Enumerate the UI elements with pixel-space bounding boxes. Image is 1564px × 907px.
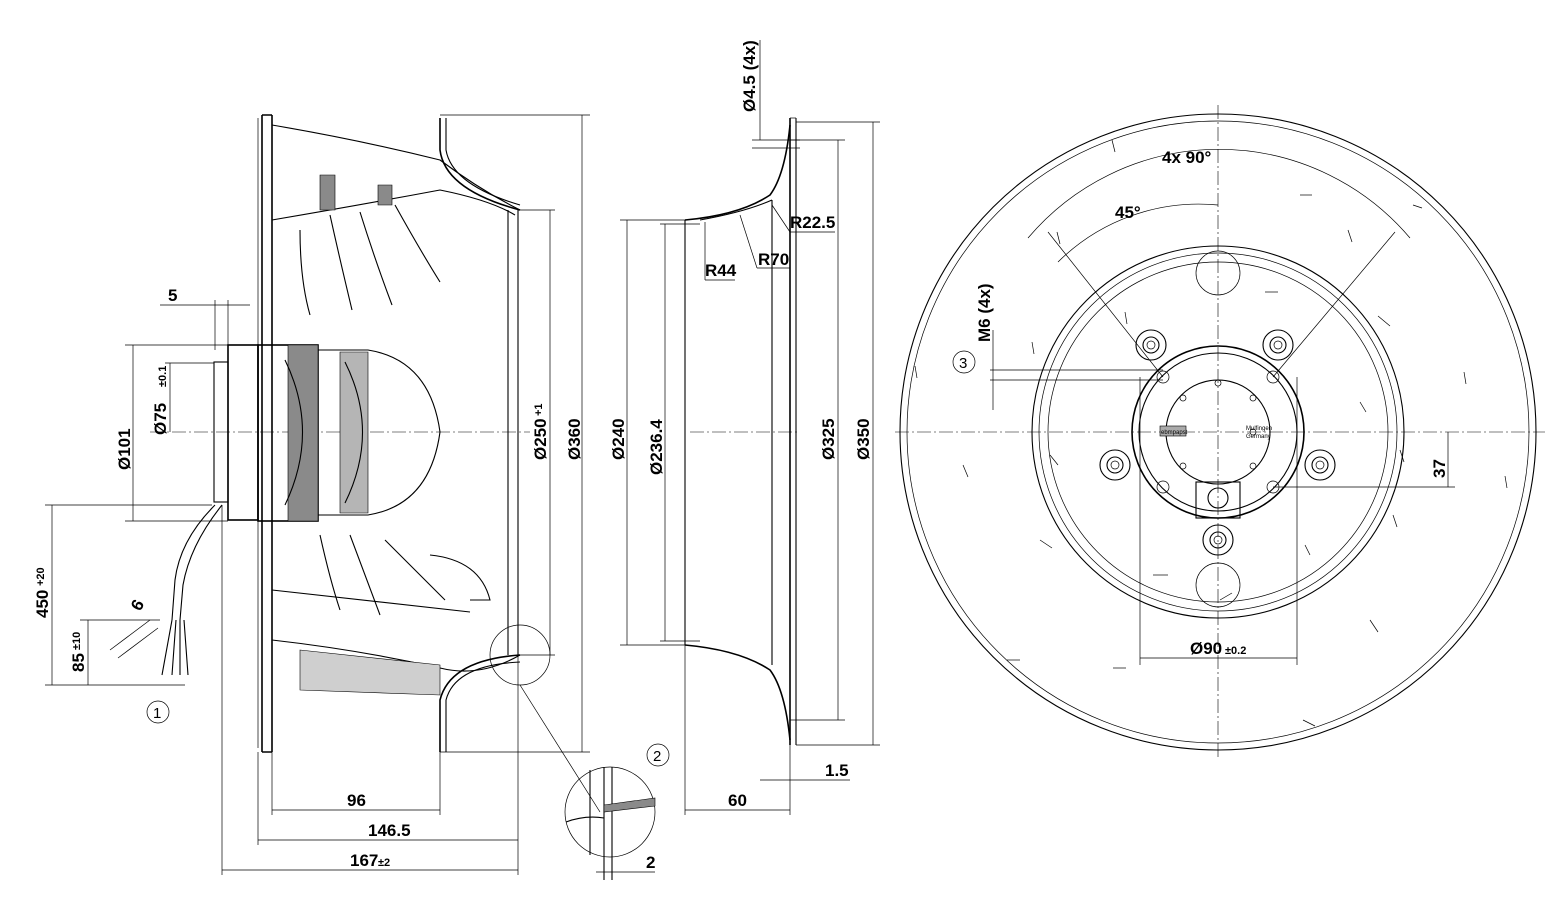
tol-dia250: +1	[533, 403, 545, 416]
dim-dia360: Ø360	[565, 418, 584, 460]
tol-dia90: ±0.2	[1225, 645, 1246, 657]
dim-m6: M6 (4x)	[975, 283, 994, 342]
callout-3: 3	[959, 355, 967, 372]
dim-1-5: 1.5	[825, 761, 849, 780]
dim-dia236-4: Ø236.4	[647, 419, 666, 475]
dim-96: 96	[347, 791, 366, 810]
tol-85: ±10	[71, 632, 83, 650]
dim-dia75: Ø75	[151, 403, 170, 435]
dim-dia350: Ø350	[854, 418, 873, 460]
dim-45: 45°	[1115, 203, 1141, 222]
dim-dia101: Ø101	[115, 428, 134, 470]
side-view: 5 Ø101 Ø75 ±0.1 450 +20 85 ±10 6 Ø360 Ø2…	[33, 114, 601, 875]
dim-2: 2	[646, 853, 655, 872]
logo-ebmpapst: ebmpapst	[1161, 430, 1188, 436]
dim-dia4-5: Ø4.5 (4x)	[740, 40, 759, 112]
tol-dia75: ±0.1	[157, 366, 169, 387]
inlet-ring-view: Ø240 Ø236.4 Ø325 Ø350 Ø4.5 (4x) R22.5 R4…	[609, 40, 880, 815]
dim-146-5: 146.5	[368, 821, 411, 840]
callout-2: 2	[653, 748, 661, 765]
logo-origin-1: Mulfingen	[1246, 426, 1272, 432]
dim-dia325: Ø325	[819, 418, 838, 460]
dim-60: 60	[728, 791, 747, 810]
callout-1: 1	[153, 705, 161, 722]
dim-6: 6	[127, 596, 148, 614]
detail-view: 2 2	[564, 743, 670, 880]
dim-r70: R70	[758, 250, 789, 269]
dim-167: 167	[350, 851, 378, 870]
dim-dia250: Ø250	[531, 418, 550, 460]
tol-167: ±2	[378, 857, 390, 869]
dim-r22-5: R22.5	[790, 213, 835, 232]
dim-85: 85	[69, 653, 88, 672]
dim-dia240: Ø240	[609, 418, 628, 460]
dim-37: 37	[1430, 459, 1449, 478]
dim-5: 5	[168, 286, 177, 305]
dim-dia90: Ø90	[1190, 639, 1222, 658]
dim-4x90: 4x 90°	[1162, 148, 1212, 167]
dim-r44: R44	[705, 261, 737, 280]
front-view: ebmpapst Mulfingen Germany 45° 4x 90° M6…	[895, 105, 1545, 760]
logo-origin-2: Germany	[1246, 434, 1271, 440]
dim-450: 450	[33, 590, 52, 618]
tol-450: +20	[35, 567, 47, 586]
